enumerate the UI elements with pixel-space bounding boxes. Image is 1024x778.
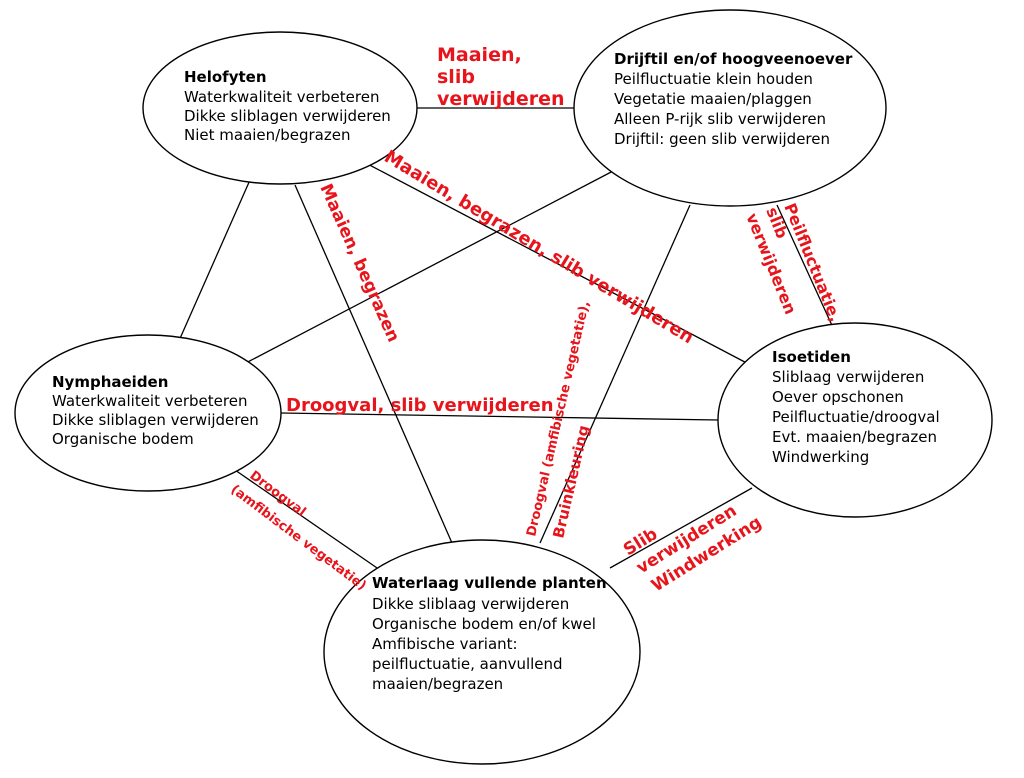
node-helofyten-ellipse	[142, 31, 418, 185]
node-waterlaag-ellipse	[323, 539, 641, 765]
edge-nymphaeiden-isoetiden	[280, 412, 719, 421]
node-nymphaeiden-title: Nymphaeiden	[52, 373, 168, 391]
label-drijftil-waterlaag: Droogval (amfibische vegetatie), Bruinkl…	[524, 300, 593, 540]
node-nymphaeiden-line: Organische bodem	[52, 430, 194, 448]
node-waterlaag-line: maaien/begrazen	[372, 675, 503, 693]
node-isoetiden-ellipse	[717, 322, 993, 518]
label-helofyten-drijftil-line: Maaien,	[437, 44, 522, 66]
node-nymphaeiden-ellipse	[14, 334, 282, 492]
node-waterlaag-line: Organische bodem en/of kwel	[372, 615, 596, 633]
node-drijftil-line: Alleen P-rijk slib verwijderen	[614, 110, 826, 128]
node-waterlaag-line: Amfibische variant:	[372, 635, 518, 653]
node-isoetiden-line: Windwerking	[772, 448, 869, 466]
edge-drijftil-waterlaag	[539, 204, 691, 544]
node-drijftil: Drijftil en/of hoogveenoever Peilfluctua…	[573, 9, 887, 207]
node-nymphaeiden: Nymphaeiden Waterkwaliteit verbeteren Di…	[14, 334, 282, 492]
node-waterlaag-line: peilfluctuatie, aanvullend	[372, 655, 563, 673]
label-nymphaeiden-waterlaag: Droogval (amfibische vegetatie)	[228, 468, 369, 594]
node-isoetiden-line: Peilfluctuatie/droogval	[772, 408, 940, 426]
node-nymphaeiden-line: Dikke sliblagen verwijderen	[52, 411, 259, 429]
node-drijftil-line: Vegetatie maaien/plaggen	[614, 90, 812, 108]
node-drijftil-line: Peilfluctuatie klein houden	[614, 70, 813, 88]
node-isoetiden-line: Oever opschonen	[772, 388, 904, 406]
node-helofyten-title: Helofyten	[184, 68, 267, 86]
node-waterlaag-title: Waterlaag vullende planten	[372, 574, 607, 592]
edges	[177, 107, 836, 571]
node-isoetiden-line: Sliblaag verwijderen	[772, 368, 924, 386]
label-helofyten-drijftil-line: slib	[437, 66, 475, 88]
label-nymphaeiden-isoetiden: Droogval, slib verwijderen	[286, 395, 554, 416]
node-drijftil-title: Drijftil en/of hoogveenoever	[614, 50, 853, 68]
label-nymphaeiden-waterlaag-line: (amfibische vegetatie)	[228, 482, 369, 594]
edge-helofyten-nymphaeiden	[177, 179, 251, 344]
node-isoetiden-line: Evt. maaien/begrazen	[772, 428, 937, 446]
node-isoetiden: Isoetiden Sliblaag verwijderen Oever ops…	[717, 322, 993, 518]
node-nymphaeiden-line: Waterkwaliteit verbeteren	[52, 392, 247, 410]
edge-nymphaeiden-waterlaag	[234, 469, 381, 571]
edge-isoetiden-waterlaag	[609, 487, 753, 569]
node-drijftil-line: Drijftil: geen slib verwijderen	[614, 130, 830, 148]
edge-drijftil-isoetiden	[776, 204, 836, 333]
node-helofyten-line: Waterkwaliteit verbeteren	[184, 88, 379, 106]
edge-helofyten-isoetiden	[359, 159, 761, 371]
label-isoetiden-waterlaag: Slib verwijderen Windwerking	[620, 501, 765, 596]
node-helofyten-line: Dikke sliblagen verwijderen	[184, 107, 391, 125]
node-helofyten-line: Niet maaien/begrazen	[184, 126, 350, 144]
node-helofyten: Helofyten Waterkwaliteit verbeteren Dikk…	[142, 31, 418, 185]
edge-drijftil-nymphaeiden	[241, 169, 616, 366]
node-waterlaag: Waterlaag vullende planten Dikke sliblaa…	[323, 539, 641, 765]
label-helofyten-drijftil: Maaien, slib verwijderen	[437, 44, 565, 110]
node-isoetiden-title: Isoetiden	[772, 348, 851, 366]
node-drijftil-ellipse	[573, 9, 887, 207]
node-waterlaag-line: Dikke sliblaag verwijderen	[372, 595, 569, 613]
label-drijftil-isoetiden: Peilfluctuatie, slib verwijderen	[742, 200, 845, 324]
label-helofyten-drijftil-line: verwijderen	[437, 88, 565, 110]
edge-helofyten-waterlaag	[294, 184, 453, 544]
